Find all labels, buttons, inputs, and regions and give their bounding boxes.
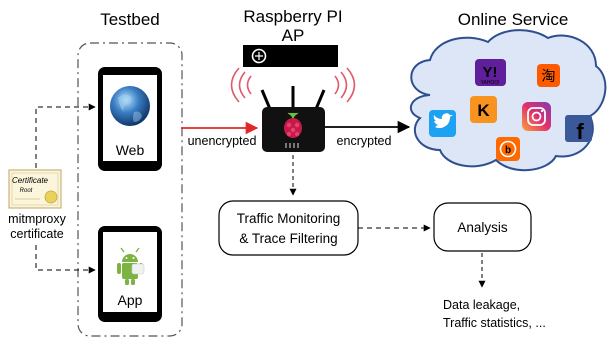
analysis-box <box>433 202 532 252</box>
raspberry-pi-title: Raspberry PI <box>243 7 342 26</box>
certificate-label-line1: mitmproxy <box>8 212 66 226</box>
router-ports <box>285 143 299 148</box>
online-service-title: Online Service <box>458 10 569 29</box>
kik-icon: K <box>470 96 497 123</box>
unencrypted-label: unencrypted <box>188 134 257 148</box>
twitter-icon <box>429 110 456 137</box>
svg-text:K: K <box>477 101 490 120</box>
yahoo-icon: Y! YAHOO! <box>475 59 506 86</box>
testbed-frame <box>77 42 183 337</box>
testbed-title: Testbed <box>100 10 160 29</box>
globe-icon <box>110 86 150 126</box>
b-app-icon: b <box>496 137 520 161</box>
cert-to-web-arrow <box>35 103 96 168</box>
certificate-seal <box>44 190 58 204</box>
certificate-script-title: Certificate <box>12 176 49 185</box>
web-label: Web <box>116 142 145 158</box>
web-phone: Web <box>98 67 162 171</box>
traffic-monitoring-box <box>218 200 359 256</box>
analysis-label: Analysis <box>457 220 508 235</box>
certificate-label-line2: certificate <box>10 227 64 241</box>
raspberry-pi-router <box>260 86 326 152</box>
mitmproxy-badge-text: mitmproxy <box>266 49 326 64</box>
cert-to-app-arrow <box>35 245 96 274</box>
wifi-signal-left-icon <box>230 67 252 103</box>
svg-text:淘: 淘 <box>542 68 556 84</box>
certificate-icon: Certificate Root <box>8 169 62 209</box>
svg-text:Y!: Y! <box>483 64 498 81</box>
app-label: App <box>118 292 143 308</box>
taobao-icon: 淘 <box>537 64 560 87</box>
instagram-icon <box>522 102 551 131</box>
output-line2: Traffic statistics, ... <box>443 316 546 330</box>
wifi-signal-right-icon <box>334 67 356 103</box>
android-icon <box>117 247 145 285</box>
raspberry-logo-icon <box>284 112 302 138</box>
output-line1: Data leakage, <box>443 298 520 312</box>
mitmproxy-badge: mitmproxy <box>243 45 338 67</box>
certificate-script-root: Root <box>20 188 33 194</box>
encrypted-label: encrypted <box>337 134 392 148</box>
ap-title: AP <box>282 26 305 45</box>
svg-text:b: b <box>505 145 511 156</box>
svg-text:f: f <box>576 119 584 144</box>
svg-text:YAHOO!: YAHOO! <box>480 80 499 86</box>
mitmproxy-logo-icon <box>251 48 267 64</box>
facebook-icon: f <box>565 115 592 144</box>
app-phone: App <box>98 226 162 322</box>
traffic-monitoring-line1: Traffic Monitoring <box>237 211 341 226</box>
traffic-monitoring-line2: & Trace Filtering <box>239 231 337 246</box>
